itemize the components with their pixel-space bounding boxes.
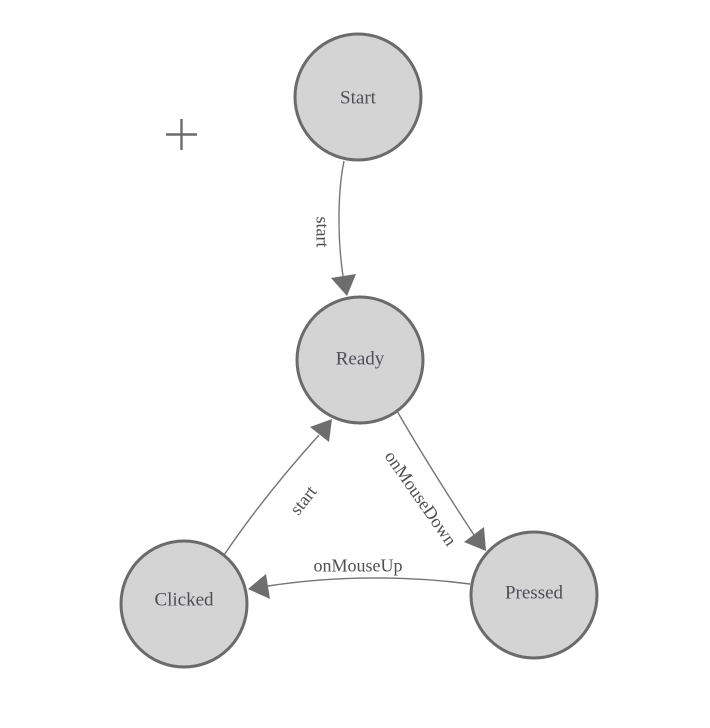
- node-clicked-label: Clicked: [154, 590, 214, 611]
- node-start-circle[interactable]: [293, 32, 423, 162]
- edge-ready-to-pressed-arrowhead: [464, 527, 486, 551]
- edge-start-to-ready: start: [313, 160, 356, 296]
- edge-clicked-to-ready: start: [223, 419, 332, 556]
- crosshair-plus-icon: [166, 119, 197, 150]
- node-pressed-circle[interactable]: [469, 530, 599, 660]
- edge-label-onmouseup: onMouseUp: [314, 555, 403, 575]
- edge-start-to-ready-arrowhead: [331, 274, 356, 296]
- edge-pressed-to-clicked-arrowhead: [248, 574, 270, 599]
- node-ready[interactable]: Ready: [295, 295, 425, 425]
- node-ready-circle[interactable]: [295, 295, 425, 425]
- edge-label-start-1: start: [313, 217, 333, 248]
- edge-label-start-2: start: [286, 482, 321, 519]
- edge-pressed-to-clicked: onMouseUp: [248, 555, 471, 599]
- edge-ready-to-pressed-line[interactable]: [396, 410, 475, 536]
- edge-pressed-to-clicked-line[interactable]: [267, 577, 471, 587]
- node-pressed-label: Pressed: [505, 583, 564, 604]
- node-clicked[interactable]: Clicked: [119, 539, 249, 669]
- node-pressed[interactable]: Pressed: [469, 530, 599, 660]
- edge-start-to-ready-line[interactable]: [338, 160, 345, 277]
- node-start[interactable]: Start: [293, 32, 423, 162]
- edge-clicked-to-ready-arrowhead: [310, 419, 332, 442]
- node-ready-label: Ready: [336, 349, 385, 370]
- edge-label-onmousedown: onMouseDown: [381, 447, 461, 549]
- node-clicked-circle[interactable]: [119, 539, 249, 669]
- node-start-label: Start: [340, 88, 377, 109]
- edge-ready-to-pressed: onMouseDown: [381, 410, 486, 551]
- edge-clicked-to-ready-line[interactable]: [223, 434, 320, 556]
